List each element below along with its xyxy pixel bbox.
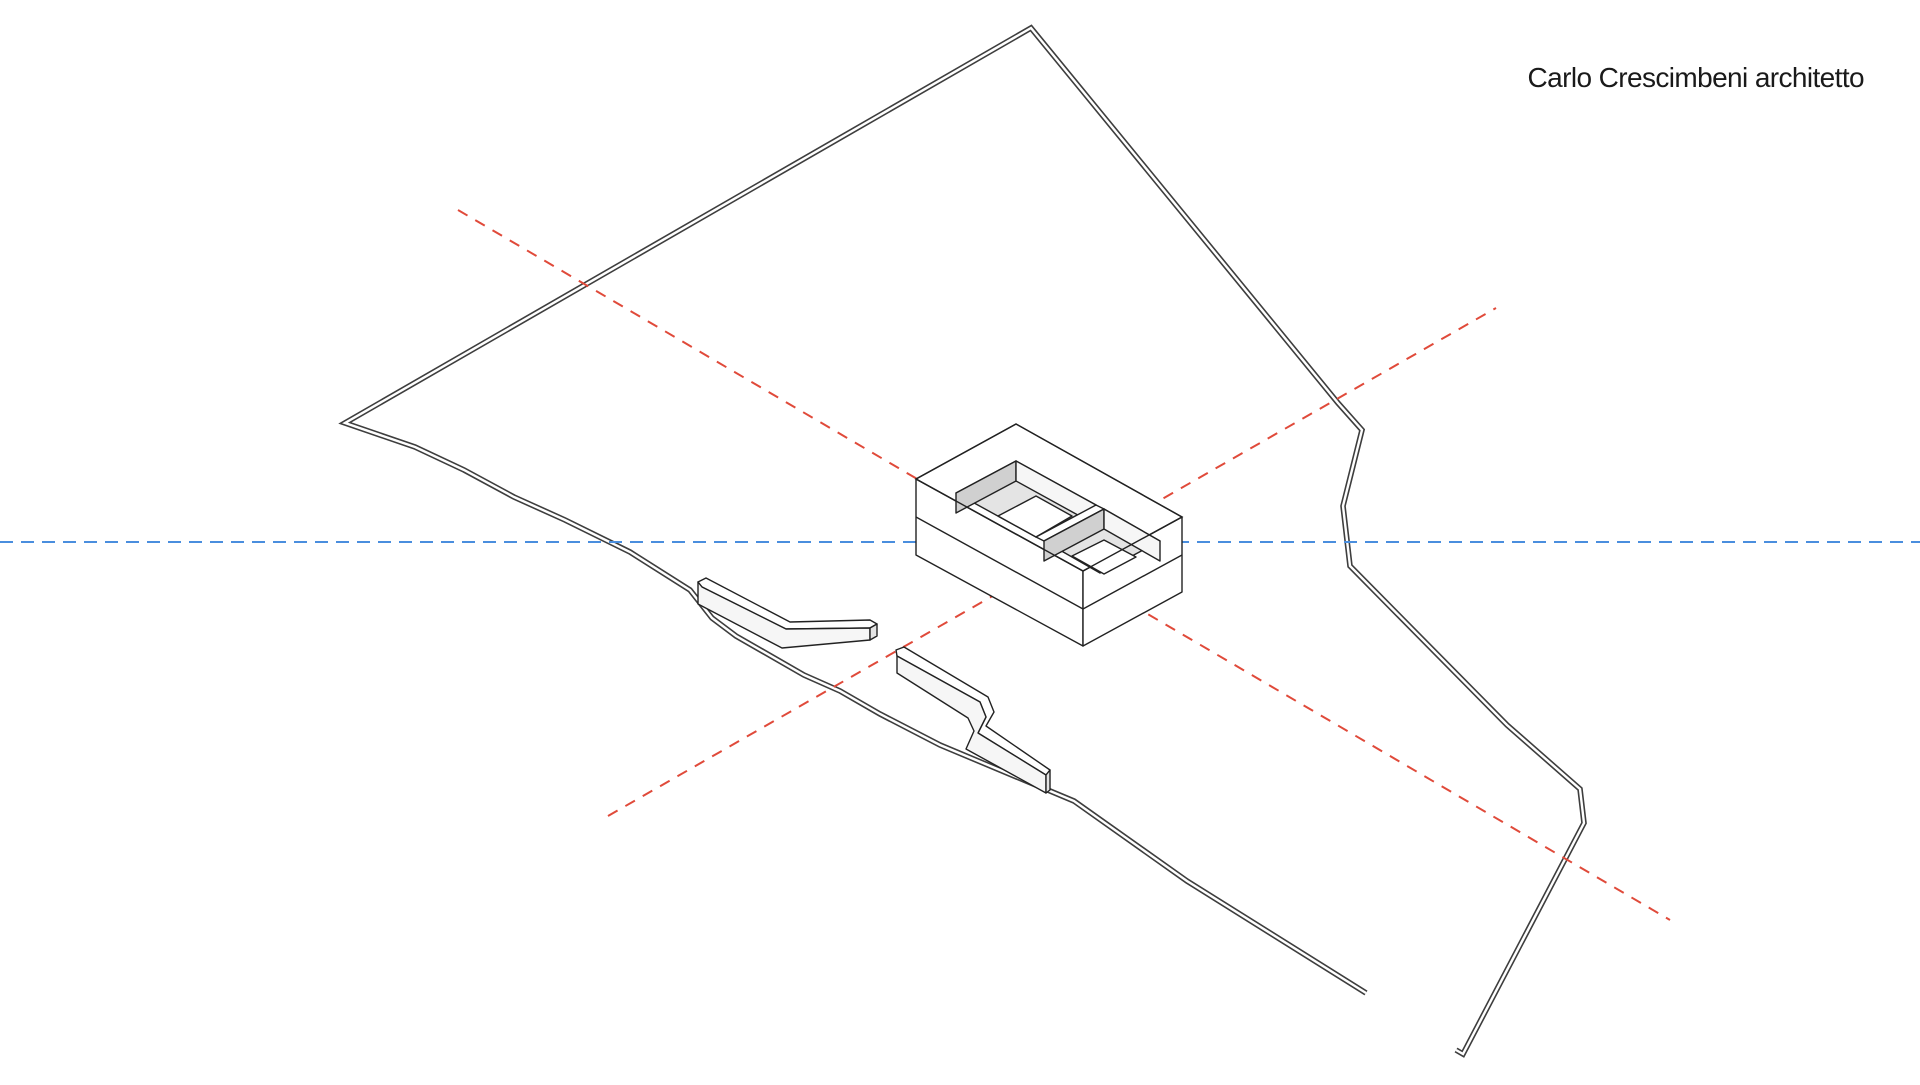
site-boundary-inner-line — [342, 26, 1586, 1056]
courtyard-right-side-wall — [1103, 508, 1161, 562]
entrance-wall-right-end — [1045, 769, 1051, 794]
entrance-wall-right-face — [896, 655, 1047, 794]
site-boundary-wall — [338, 24, 1587, 1058]
central-building — [914, 423, 1184, 647]
entrance-wall-left-end — [869, 623, 878, 641]
diagonal-axis-secondary — [607, 307, 1497, 817]
building-floor-line-right — [1082, 554, 1183, 610]
entrance-wall-right — [895, 646, 1051, 794]
courtyard-left-floor — [997, 495, 1073, 538]
entrance-wall-left — [697, 577, 878, 649]
building-floor-line-left — [915, 516, 1084, 610]
architect-credit: Carlo Crescimbeni architetto — [1527, 62, 1865, 93]
courtyard-right-floor — [1071, 539, 1137, 575]
building-roof-outline — [914, 423, 1184, 572]
